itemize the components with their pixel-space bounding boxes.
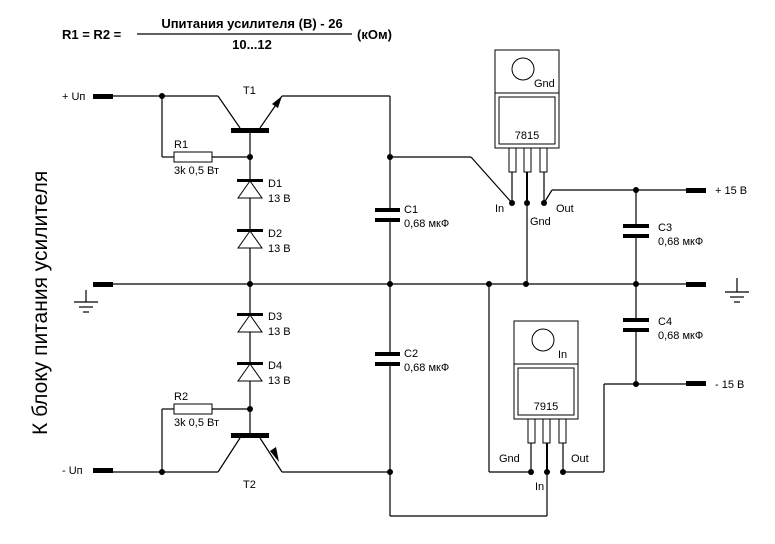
c2-value: 0,68 мкФ — [404, 362, 449, 374]
minus-in-label: - Uп — [62, 465, 83, 477]
resistor-r2[interactable] — [173, 403, 213, 415]
junction — [523, 281, 529, 287]
gnd-in-terminal[interactable] — [93, 282, 113, 287]
d1-name: D1 — [268, 178, 282, 190]
7915-pin-gnd-label: Gnd — [499, 453, 520, 465]
plus-out-label: + 15 В — [715, 185, 747, 197]
pin-in — [544, 469, 550, 475]
7815-tab-label: Gnd — [534, 78, 555, 90]
c3-name: C3 — [658, 222, 672, 234]
c4-value: 0,68 мкФ — [658, 330, 703, 342]
formula: R1 = R2 = Uпитания усилителя (В) - 26 10… — [62, 16, 392, 52]
c2-name: C2 — [404, 348, 418, 360]
r2-value: 3k 0,5 Вт — [174, 417, 219, 429]
minus-out-label: - 15 В — [715, 379, 744, 391]
regulator-7815[interactable] — [494, 49, 560, 203]
resistor-r1[interactable] — [173, 151, 213, 163]
c1-value: 0,68 мкФ — [404, 218, 449, 230]
regulator-7915[interactable] — [513, 320, 579, 472]
d2-value: 13 В — [268, 243, 291, 255]
formula-unit: (кОм) — [357, 27, 392, 42]
formula-numerator: Uпитания усилителя (В) - 26 — [161, 16, 342, 31]
c3-value: 0,68 мкФ — [658, 236, 703, 248]
c4-name: C4 — [658, 316, 672, 328]
7815-pin-in-label: In — [495, 203, 504, 215]
wire — [470, 156, 513, 204]
zener-diode-d2[interactable] — [237, 229, 263, 249]
transistor-t1[interactable] — [217, 95, 283, 157]
7915-tab-label: In — [558, 349, 567, 361]
ground-icon-left — [74, 290, 98, 313]
ground-icon-right — [725, 278, 749, 303]
d1-value: 13 В — [268, 193, 291, 205]
wire — [543, 189, 553, 204]
transistor-t2[interactable] — [217, 433, 283, 473]
7815-pin-out-label: Out — [556, 203, 574, 215]
t2-label: T2 — [243, 479, 256, 491]
zener-diode-d4[interactable] — [237, 362, 263, 382]
c1-name: C1 — [404, 204, 418, 216]
r1-value: 3k 0,5 Вт — [174, 165, 219, 177]
plus-out-terminal[interactable] — [686, 188, 706, 193]
7815-part-label: 7815 — [515, 130, 539, 142]
capacitor-c4[interactable] — [623, 318, 649, 332]
7915-part-label: 7915 — [534, 401, 558, 413]
r1-name: R1 — [174, 139, 188, 151]
side-label: К блоку питания усилителя — [29, 171, 52, 435]
d4-name: D4 — [268, 360, 282, 372]
formula-denominator: 10...12 — [232, 37, 272, 52]
d4-value: 13 В — [268, 375, 291, 387]
minus-out-terminal[interactable] — [686, 381, 706, 386]
r2-name: R2 — [174, 391, 188, 403]
minus-in-terminal[interactable] — [93, 468, 113, 473]
junction — [159, 469, 165, 475]
zener-diode-d1[interactable] — [237, 179, 263, 199]
zener-diode-d3[interactable] — [237, 313, 263, 333]
plus-in-terminal[interactable] — [93, 94, 113, 99]
gnd-out-terminal[interactable] — [686, 282, 706, 287]
capacitor-c2[interactable] — [375, 352, 400, 366]
t1-label: T1 — [243, 85, 256, 97]
formula-lhs: R1 = R2 = — [62, 27, 122, 42]
d2-name: D2 — [268, 228, 282, 240]
7915-pin-out-label: Out — [571, 453, 589, 465]
7915-pin-in-label: In — [535, 481, 544, 493]
7815-pin-gnd-label: Gnd — [530, 216, 551, 228]
d3-name: D3 — [268, 311, 282, 323]
capacitor-c1[interactable] — [375, 208, 400, 222]
plus-in-label: + Uп — [62, 91, 85, 103]
d3-value: 13 В — [268, 326, 291, 338]
capacitor-c3[interactable] — [623, 224, 649, 238]
